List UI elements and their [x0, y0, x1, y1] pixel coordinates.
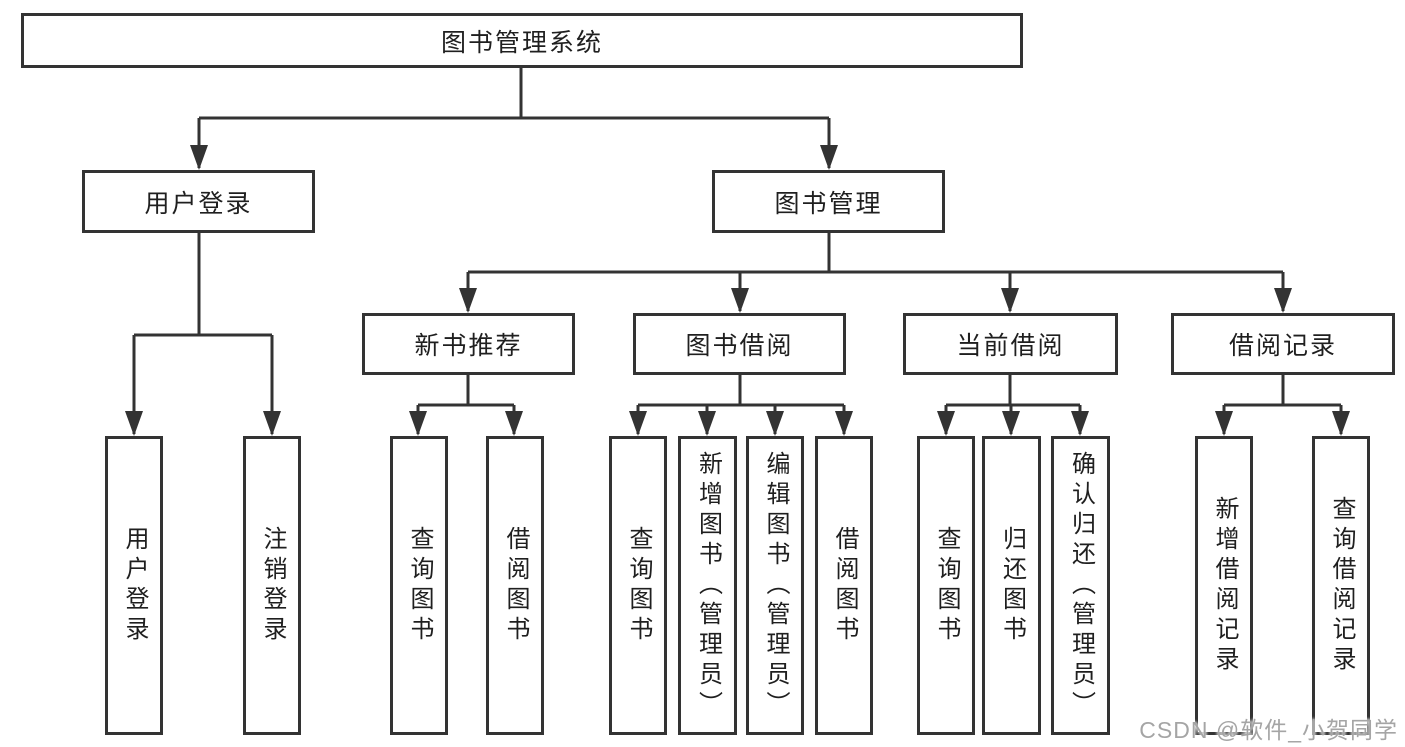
- leaf-borrow-book-recommend: 借阅图书: [486, 436, 544, 735]
- leaf-query-book-borrow-label: 查询图书: [625, 525, 652, 646]
- leaf-return-book-label: 归还图书: [998, 525, 1026, 646]
- node-book-borrow: 图书借阅: [633, 313, 846, 375]
- leaf-logout-label: 注销登录: [259, 525, 286, 646]
- leaf-borrow-book: 借阅图书: [815, 436, 873, 735]
- tree-edges: [132, 68, 1343, 434]
- arrowhead-icons: [125, 145, 1350, 436]
- leaf-query-book-current: 查询图书: [917, 436, 975, 735]
- leaf-add-borrow-record: 新增借阅记录: [1195, 436, 1253, 735]
- leaf-add-book-admin: 新增图书（管理员）: [678, 436, 737, 735]
- node-new-book-recommend-label: 新书推荐: [414, 332, 523, 360]
- leaf-query-borrow-record: 查询借阅记录: [1312, 436, 1370, 735]
- leaf-add-book-admin-label: 新增图书（管理员）: [694, 450, 722, 721]
- csdn-watermark: CSDN @软件_小贺同学: [1139, 717, 1398, 743]
- node-book-management: 图书管理: [712, 170, 945, 233]
- leaf-confirm-return-admin-label: 确认归还（管理员）: [1067, 450, 1095, 721]
- node-root: 图书管理系统: [21, 13, 1023, 68]
- leaf-user-login-label: 用户登录: [121, 525, 148, 646]
- leaf-query-book-borrow: 查询图书: [609, 436, 667, 735]
- leaf-query-borrow-record-label: 查询借阅记录: [1328, 495, 1355, 676]
- node-user-login: 用户登录: [82, 170, 315, 233]
- node-root-label: 图书管理系统: [440, 28, 603, 57]
- leaf-logout: 注销登录: [243, 436, 301, 735]
- leaf-borrow-book-recommend-label: 借阅图书: [502, 525, 529, 646]
- node-current-borrow: 当前借阅: [903, 313, 1118, 375]
- node-borrow-records-label: 借阅记录: [1228, 332, 1337, 360]
- leaf-edit-book-admin-label: 编辑图书（管理员）: [762, 450, 789, 721]
- node-user-login-label: 用户登录: [144, 189, 253, 218]
- leaf-query-book-recommend-label: 查询图书: [406, 525, 433, 646]
- leaf-borrow-book-label: 借阅图书: [831, 525, 858, 646]
- node-book-borrow-label: 图书借阅: [685, 332, 794, 360]
- leaf-query-book-recommend: 查询图书: [390, 436, 448, 735]
- node-borrow-records: 借阅记录: [1171, 313, 1395, 375]
- leaf-return-book: 归还图书: [982, 436, 1041, 735]
- leaf-add-borrow-record-label: 新增借阅记录: [1211, 495, 1238, 676]
- leaf-edit-book-admin: 编辑图书（管理员）: [746, 436, 804, 735]
- node-book-management-label: 图书管理: [774, 189, 883, 218]
- node-current-borrow-label: 当前借阅: [956, 332, 1065, 360]
- leaf-user-login: 用户登录: [105, 436, 163, 735]
- node-new-book-recommend: 新书推荐: [362, 313, 575, 375]
- leaf-confirm-return-admin: 确认归还（管理员）: [1051, 436, 1110, 735]
- leaf-query-book-current-label: 查询图书: [933, 525, 960, 646]
